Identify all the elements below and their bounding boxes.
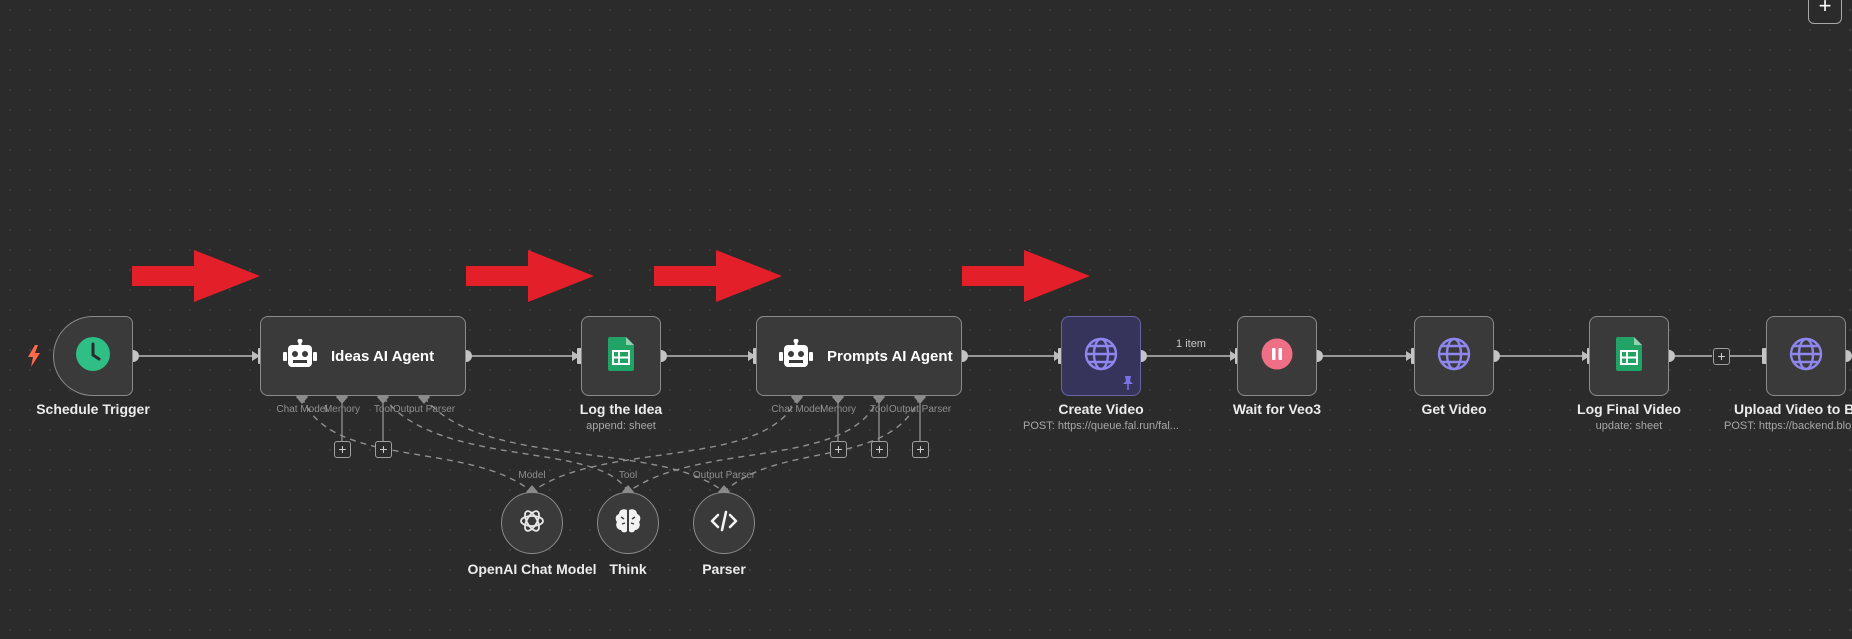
prompts-add-tool-button[interactable]: +: [871, 441, 888, 458]
think-label: Think: [609, 561, 647, 577]
get-video-label: Get Video: [1421, 401, 1487, 417]
log-final-subtitle: update: sheet: [1595, 420, 1663, 432]
dashed-connections: [301, 396, 921, 493]
node-prompts-ai-agent[interactable]: Prompts AI Agent: [756, 316, 962, 396]
port-stubs: [341, 397, 921, 441]
add-node-button[interactable]: +: [1808, 0, 1842, 24]
upload-video-label: Upload Video to Blo: [1734, 401, 1852, 417]
pin-icon: [1123, 376, 1133, 390]
node-think[interactable]: [597, 492, 659, 554]
schedule-trigger-label: Schedule Trigger: [36, 401, 150, 417]
node-wait-for-veo3[interactable]: [1237, 316, 1317, 396]
ideas-port-memory: Memory: [323, 404, 361, 415]
prompts-port-chat-model: Chat Model: [771, 404, 823, 415]
node-get-video[interactable]: [1414, 316, 1494, 396]
upload-video-subtitle: POST: https://backend.blo: [1724, 420, 1852, 432]
ideas-port-tool: Tool: [373, 404, 393, 415]
robot-icon: [779, 338, 813, 374]
code-icon: [710, 510, 738, 537]
node-create-video[interactable]: [1061, 316, 1141, 396]
node-upload-video[interactable]: [1766, 316, 1846, 396]
prompts-port-memory: Memory: [819, 404, 857, 415]
globe-icon: [1789, 337, 1823, 376]
ideas-port-chat-model: Chat Model: [276, 404, 328, 415]
ideas-agent-title: Ideas AI Agent: [331, 347, 435, 365]
edge-item-count: 1 item: [1176, 338, 1206, 350]
red-arrow-2: [466, 250, 594, 302]
trigger-bolt-icon: [28, 345, 40, 367]
log-idea-subtitle: append: sheet: [586, 420, 656, 432]
red-arrow-1: [132, 250, 260, 302]
insert-node-button[interactable]: +: [1713, 348, 1730, 365]
openai-label: OpenAI Chat Model: [467, 561, 597, 577]
create-video-label: Create Video: [1058, 401, 1144, 417]
wait-veo3-label: Wait for Veo3: [1232, 401, 1322, 417]
prompts-port-tool: Tool: [869, 404, 889, 415]
parser-port-label: Output Parser: [692, 470, 756, 481]
prompts-add-memory-button[interactable]: +: [830, 441, 847, 458]
node-openai-chat-model[interactable]: [501, 492, 563, 554]
globe-icon: [1084, 337, 1118, 376]
create-video-subtitle: POST: https://queue.fal.run/fal...: [1023, 420, 1179, 432]
node-parser[interactable]: [693, 492, 755, 554]
openai-icon: [519, 508, 545, 539]
prompts-port-output-parser: Output Parser: [888, 404, 952, 415]
globe-icon: [1437, 337, 1471, 376]
pause-icon: [1261, 338, 1293, 375]
google-sheets-icon: [608, 336, 634, 376]
ideas-add-tool-button[interactable]: +: [375, 441, 392, 458]
red-arrow-4: [962, 250, 1090, 302]
red-arrow-3: [654, 250, 782, 302]
ideas-port-output-parser: Output Parser: [392, 404, 456, 415]
log-idea-label: Log the Idea: [579, 401, 663, 417]
google-sheets-icon: [1616, 336, 1642, 376]
node-log-final-video[interactable]: [1589, 316, 1669, 396]
node-schedule-trigger[interactable]: [53, 316, 133, 396]
think-port-label: Tool: [618, 470, 638, 481]
node-ideas-ai-agent[interactable]: Ideas AI Agent: [260, 316, 466, 396]
parser-label: Parser: [702, 561, 746, 577]
brain-icon: [614, 508, 642, 539]
ideas-add-memory-button[interactable]: +: [334, 441, 351, 458]
node-log-the-idea[interactable]: [581, 316, 661, 396]
robot-icon: [283, 338, 317, 374]
clock-icon: [75, 336, 111, 377]
openai-port-label: Model: [518, 470, 546, 481]
prompts-add-output-parser-button[interactable]: +: [912, 441, 929, 458]
prompts-agent-title: Prompts AI Agent: [827, 347, 953, 365]
log-final-label: Log Final Video: [1577, 401, 1681, 417]
